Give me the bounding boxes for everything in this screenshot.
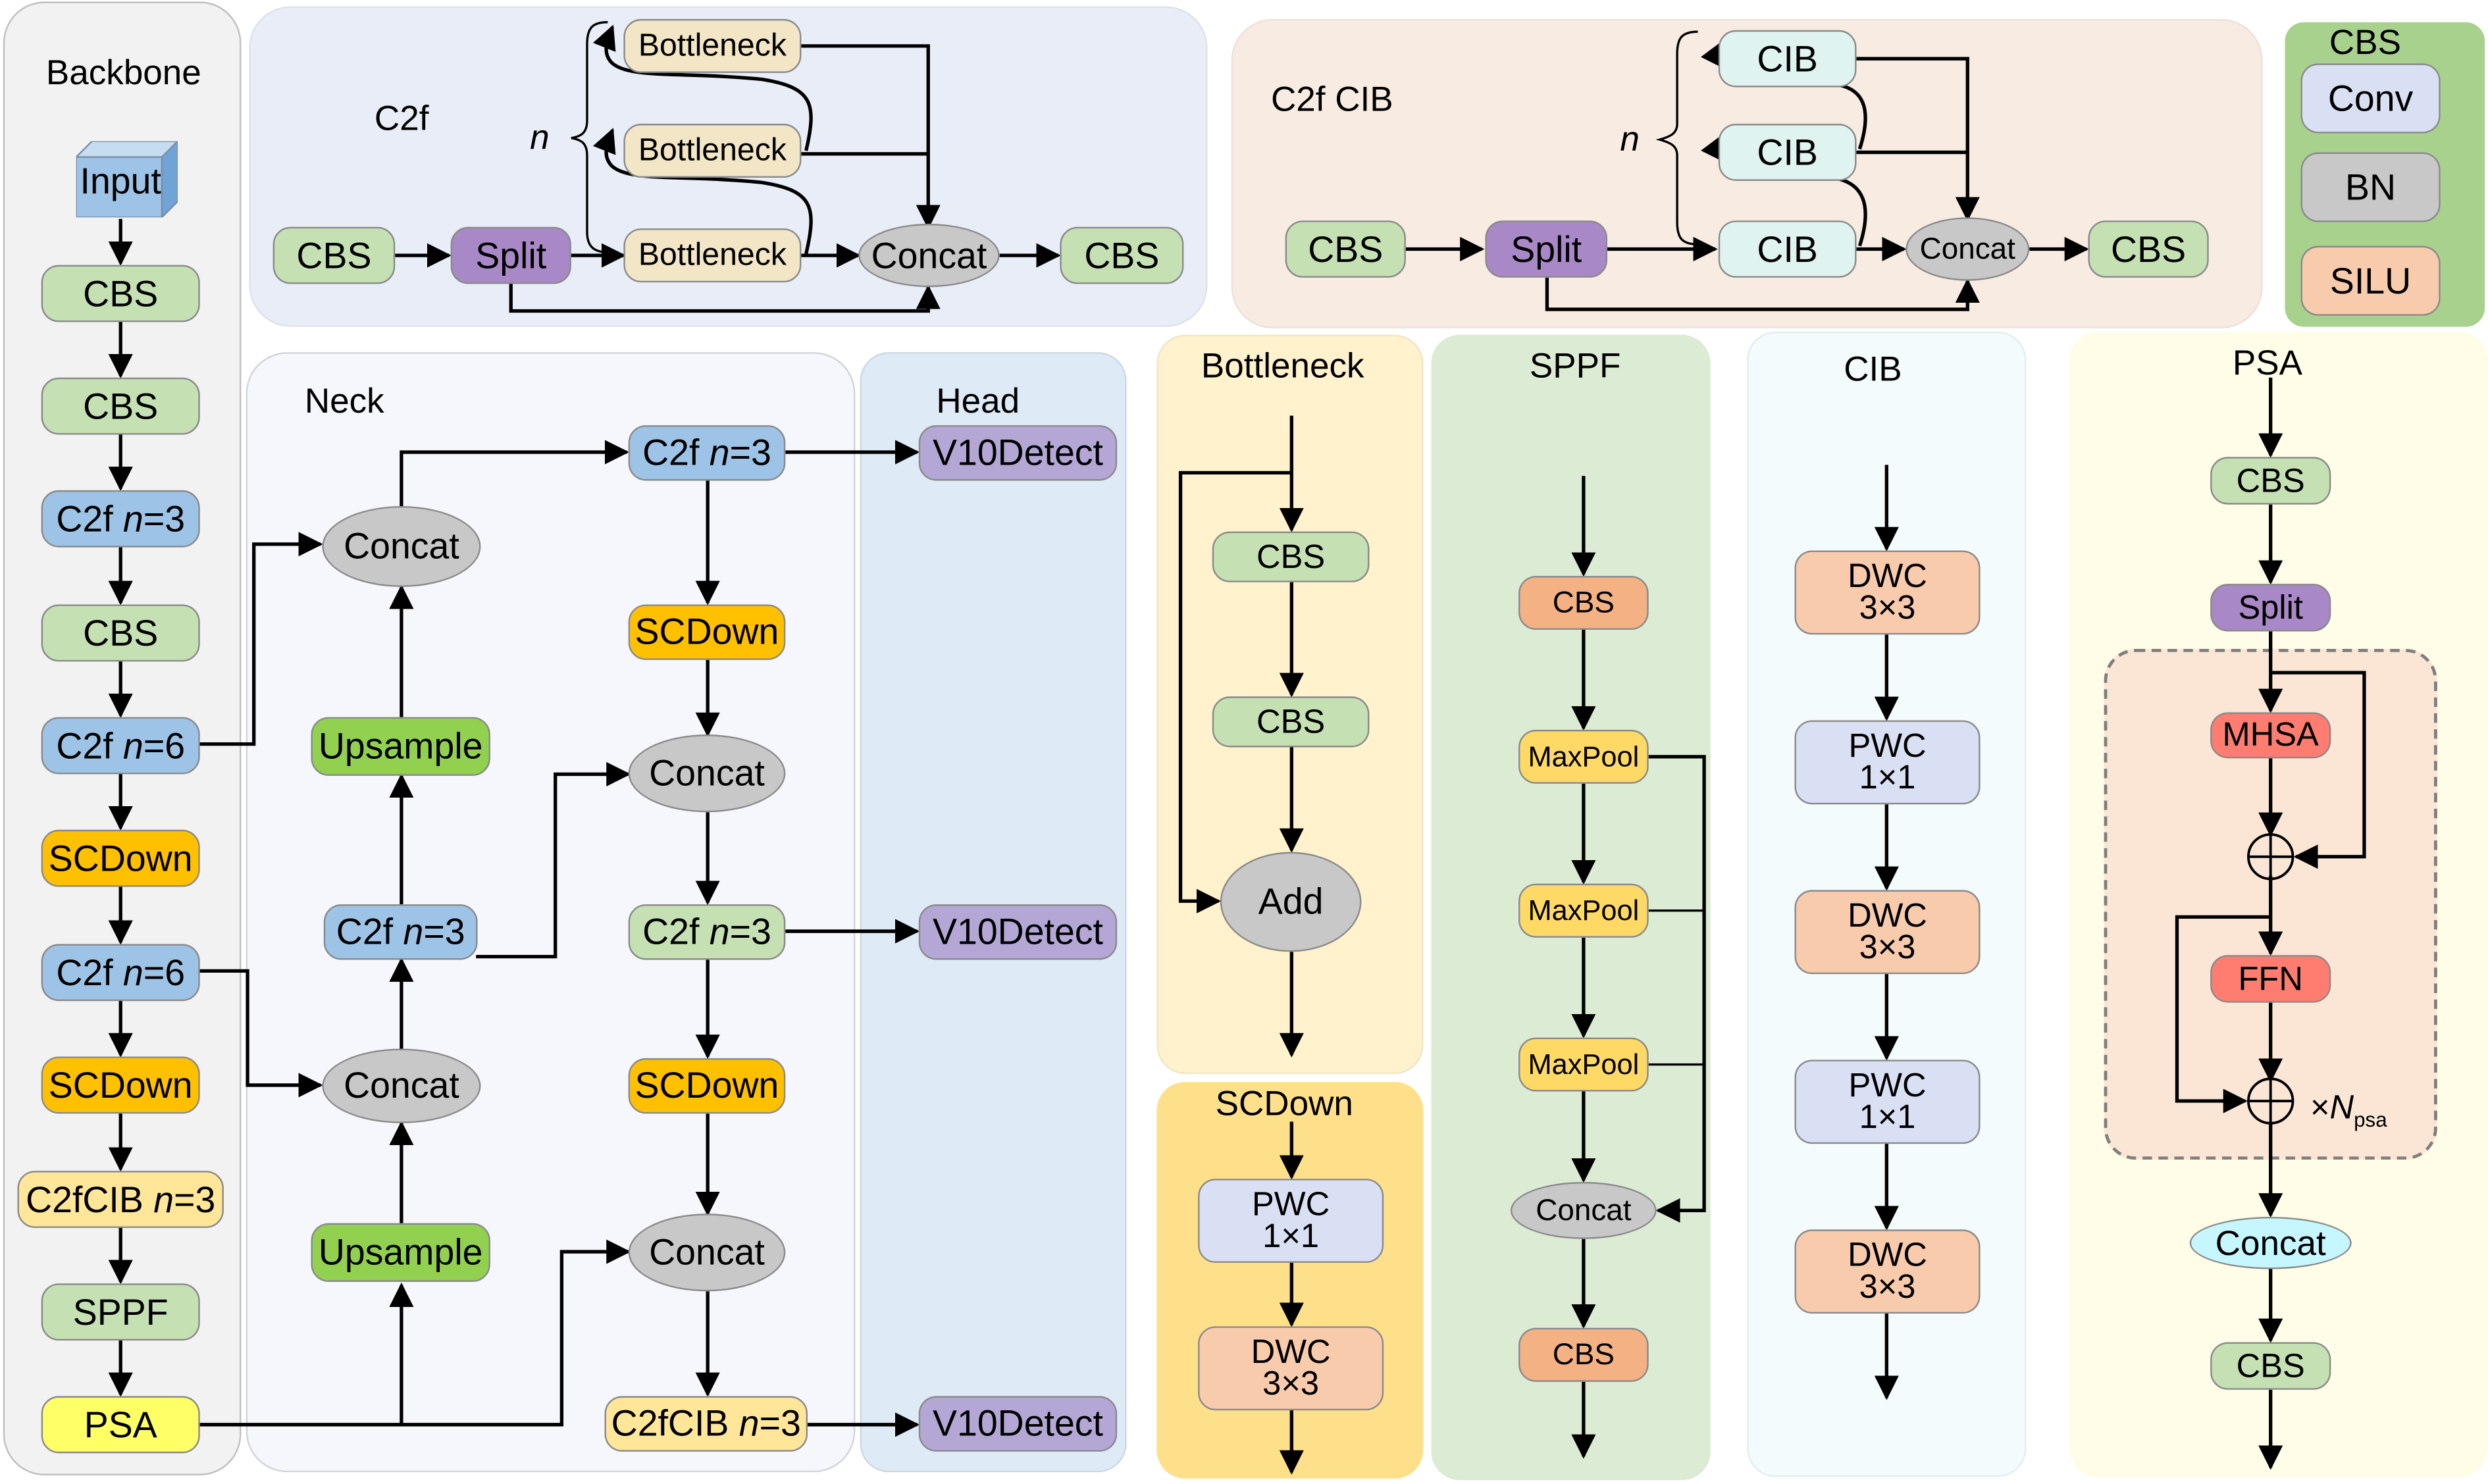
- cbs-legend-title: CBS: [2329, 22, 2401, 63]
- c2f-title: C2f: [374, 98, 429, 138]
- neck-c2f-n3-left[interactable]: C2f n=3: [323, 904, 478, 960]
- neck-scdown-2[interactable]: SCDown: [628, 1058, 786, 1114]
- psa-repeat-var: N: [2329, 1090, 2354, 1127]
- backbone-c2f-n6-1[interactable]: C2f n=6: [41, 717, 200, 775]
- cbs-legend-silu: SILU: [2300, 245, 2441, 316]
- c2f-bottleneck-1[interactable]: Bottleneck: [623, 18, 802, 73]
- cbs-legend-conv: Conv: [2300, 63, 2441, 134]
- sppf-cbs-out[interactable]: CBS: [1518, 1327, 1649, 1382]
- cib-pwc-2-name: PWC: [1848, 1067, 1927, 1104]
- sppf-maxpool-3[interactable]: MaxPool: [1518, 1037, 1649, 1092]
- sppf-cbs-in[interactable]: CBS: [1518, 576, 1649, 630]
- head-v10detect-3[interactable]: V10Detect: [918, 1396, 1118, 1452]
- backbone-cbs-1[interactable]: CBS: [41, 265, 200, 322]
- backbone-c2f-n3[interactable]: C2f n=3: [41, 490, 200, 548]
- c2f-split[interactable]: Split: [450, 226, 571, 284]
- psa-ffn[interactable]: FFN: [2210, 955, 2331, 1003]
- backbone-cbs-2[interactable]: CBS: [41, 377, 200, 435]
- cbs-legend-bn: BN: [2300, 152, 2441, 222]
- backbone-scdown-1[interactable]: SCDown: [41, 829, 200, 887]
- neck-scdown-1[interactable]: SCDown: [628, 604, 786, 660]
- backbone-cbs-3[interactable]: CBS: [41, 604, 200, 662]
- cib-dwc-3-kernel: 3×3: [1859, 1268, 1916, 1305]
- psa-repeat-times: ×: [2310, 1090, 2330, 1127]
- backbone-c2f-n6-2[interactable]: C2f n=6: [41, 944, 200, 1002]
- input-label: Input: [80, 160, 161, 202]
- psa-title: PSA: [2232, 342, 2303, 382]
- cib-pwc-2-kernel: 1×1: [1859, 1098, 1916, 1135]
- bottleneck-title: Bottleneck: [1201, 345, 1364, 386]
- backbone-scdown-2[interactable]: SCDown: [41, 1056, 200, 1114]
- neck-concat-2[interactable]: Concat: [322, 1048, 481, 1123]
- neck-upsample-1[interactable]: Upsample: [311, 717, 490, 776]
- psa-cbs-in[interactable]: CBS: [2210, 457, 2331, 505]
- psa-cbs-out[interactable]: CBS: [2210, 1342, 2331, 1390]
- bottleneck-cbs-1[interactable]: CBS: [1212, 531, 1370, 582]
- cib-pwc-1-kernel: 1×1: [1859, 759, 1916, 796]
- scdown-pwc-kernel: 1×1: [1262, 1217, 1320, 1254]
- sppf-concat[interactable]: Concat: [1510, 1181, 1657, 1239]
- neck-concat-4[interactable]: Concat: [628, 1214, 786, 1292]
- input-cube-icon: Input: [74, 139, 180, 220]
- sppf-title: SPPF: [1529, 345, 1621, 386]
- neck-c2fcib-n3[interactable]: C2fCIB n=3: [604, 1396, 808, 1452]
- backbone-psa[interactable]: PSA: [41, 1396, 200, 1454]
- c2f-cbs-out[interactable]: CBS: [1060, 226, 1184, 284]
- c2fcib-cbs-out[interactable]: CBS: [2088, 220, 2209, 278]
- head-title: Head: [936, 380, 1020, 421]
- bottleneck-cbs-2[interactable]: CBS: [1212, 696, 1370, 748]
- c2f-concat[interactable]: Concat: [858, 223, 1000, 288]
- c2fcib-split[interactable]: Split: [1485, 220, 1608, 278]
- c2f-bottleneck-3[interactable]: Bottleneck: [623, 228, 802, 283]
- c2fcib-n-label: n: [1620, 118, 1640, 159]
- scdown-dwc-kernel: 3×3: [1262, 1365, 1320, 1402]
- sppf-maxpool-1[interactable]: MaxPool: [1518, 729, 1649, 784]
- scdown-title: SCDown: [1215, 1083, 1353, 1123]
- scdown-dwc-name: DWC: [1251, 1333, 1331, 1370]
- backbone-c2fcib-n3[interactable]: C2fCIB n=3: [17, 1171, 224, 1228]
- psa-repeat-sub: psa: [2354, 1108, 2387, 1132]
- c2fcib-title: C2f CIB: [1270, 79, 1393, 119]
- cib-dwc-2-name: DWC: [1848, 897, 1927, 934]
- bottleneck-add[interactable]: Add: [1220, 852, 1362, 952]
- neck-concat-1[interactable]: Concat: [322, 506, 481, 587]
- psa-mhsa[interactable]: MHSA: [2210, 712, 2331, 759]
- psa-split[interactable]: Split: [2210, 584, 2331, 632]
- cib-dwc-2-kernel: 3×3: [1859, 929, 1916, 965]
- neck-c2f-n3-mid[interactable]: C2f n=3: [628, 904, 786, 960]
- neck-c2f-n3-top[interactable]: C2f n=3: [628, 425, 786, 481]
- cib-title: CIB: [1844, 349, 1902, 389]
- scdown-panel: [1156, 1082, 1424, 1479]
- psa-repeat-label: ×Npsa: [2310, 1090, 2387, 1131]
- c2fcib-cib-2[interactable]: CIB: [1718, 124, 1857, 181]
- backbone-sppf[interactable]: SPPF: [41, 1283, 200, 1341]
- neck-title: Neck: [304, 380, 384, 421]
- c2fcib-cib-1[interactable]: CIB: [1718, 30, 1857, 88]
- scdown-pwc-name: PWC: [1252, 1186, 1330, 1223]
- c2fcib-cib-3[interactable]: CIB: [1718, 220, 1857, 278]
- neck-concat-3[interactable]: Concat: [628, 734, 786, 813]
- neck-upsample-2[interactable]: Upsample: [311, 1223, 490, 1282]
- head-v10detect-1[interactable]: V10Detect: [918, 425, 1118, 481]
- psa-concat[interactable]: Concat: [2189, 1217, 2352, 1269]
- cib-dwc-1-name: DWC: [1848, 557, 1927, 594]
- c2f-bottleneck-2[interactable]: Bottleneck: [623, 124, 802, 178]
- sppf-maxpool-2[interactable]: MaxPool: [1518, 883, 1649, 938]
- cib-dwc-3-name: DWC: [1848, 1237, 1927, 1273]
- c2fcib-cbs-in[interactable]: CBS: [1285, 220, 1406, 278]
- backbone-title: Backbone: [45, 52, 201, 92]
- cib-pwc-1-name: PWC: [1848, 727, 1927, 764]
- c2f-n-label: n: [530, 117, 550, 157]
- c2f-cbs-in[interactable]: CBS: [272, 226, 396, 284]
- head-v10detect-2[interactable]: V10Detect: [918, 904, 1118, 960]
- cib-dwc-1-kernel: 3×3: [1859, 589, 1916, 627]
- c2fcib-concat[interactable]: Concat: [1905, 217, 2030, 281]
